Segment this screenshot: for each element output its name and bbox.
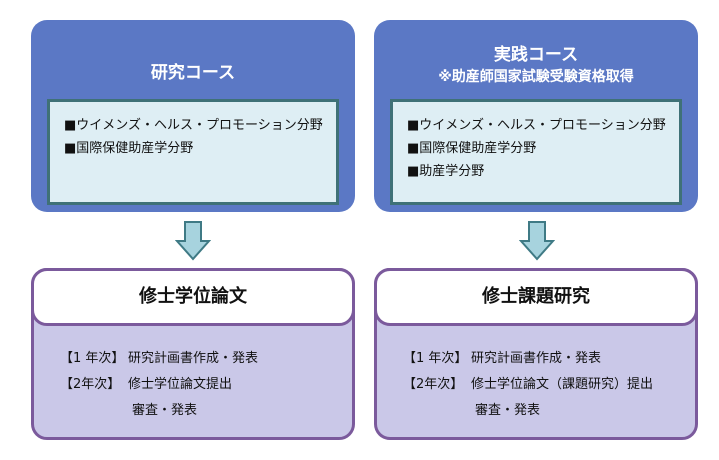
schedule-row: 【1 年次】研究計画書作成・発表 <box>403 346 653 372</box>
project-result-title: 修士課題研究 <box>374 268 698 326</box>
thesis-result-title: 修士学位論文 <box>31 268 355 326</box>
schedule-row: 審査・発表 <box>60 398 258 424</box>
schedule-row: 【2年次】修士学位論文（課題研究）提出 <box>403 372 653 398</box>
project-schedule: 【1 年次】研究計画書作成・発表 【2年次】修士学位論文（課題研究）提出 審査・… <box>403 346 653 424</box>
schedule-year-label: 【2年次】 <box>403 377 464 392</box>
thesis-schedule: 【1 年次】研究計画書作成・発表 【2年次】修士学位論文提出 審査・発表 <box>60 346 258 424</box>
schedule-row: 【1 年次】研究計画書作成・発表 <box>60 346 258 372</box>
research-course-fields: ■ウイメンズ・ヘルス・プロモーション分野 ■国際保健助産学分野 <box>47 99 339 205</box>
practice-course-fields: ■ウイメンズ・ヘルス・プロモーション分野 ■国際保健助産学分野 ■助産学分野 <box>390 99 682 205</box>
arrow-down-icon <box>175 221 211 261</box>
schedule-task: 審査・発表 <box>132 403 198 418</box>
field-item: ■国際保健助産学分野 <box>407 141 537 156</box>
schedule-row: 【2年次】修士学位論文提出 <box>60 372 258 398</box>
research-course-box: 研究コース ■ウイメンズ・ヘルス・プロモーション分野 ■国際保健助産学分野 <box>31 20 355 212</box>
practice-course-subtitle: ※助産師国家試験受験資格取得 <box>438 69 634 85</box>
schedule-row: 審査・発表 <box>403 398 653 424</box>
field-item: ■国際保健助産学分野 <box>64 141 194 156</box>
arrow-down-icon <box>519 221 555 261</box>
practice-course-box: 実践コース ※助産師国家試験受験資格取得 ■ウイメンズ・ヘルス・プロモーション分… <box>374 20 698 212</box>
thesis-result-box: 修士学位論文 【1 年次】研究計画書作成・発表 【2年次】修士学位論文提出 審査… <box>31 268 355 440</box>
field-item: ■助産学分野 <box>407 164 485 179</box>
project-result-box: 修士課題研究 【1 年次】研究計画書作成・発表 【2年次】修士学位論文（課題研究… <box>374 268 698 440</box>
schedule-task: 審査・発表 <box>475 403 541 418</box>
practice-course-title: 実践コース <box>493 45 579 65</box>
schedule-task: 研究計画書作成・発表 <box>471 351 602 366</box>
schedule-task: 研究計画書作成・発表 <box>128 351 259 366</box>
field-item: ■ウイメンズ・ヘルス・プロモーション分野 <box>64 118 323 133</box>
schedule-year-label: 【1 年次】 <box>403 351 468 366</box>
schedule-year-label: 【2年次】 <box>60 377 121 392</box>
schedule-task: 修士学位論文（課題研究）提出 <box>471 377 654 392</box>
schedule-year-label: 【1 年次】 <box>60 351 125 366</box>
schedule-task: 修士学位論文提出 <box>128 377 233 392</box>
research-course-title: 研究コース <box>150 63 236 83</box>
field-item: ■ウイメンズ・ヘルス・プロモーション分野 <box>407 118 666 133</box>
